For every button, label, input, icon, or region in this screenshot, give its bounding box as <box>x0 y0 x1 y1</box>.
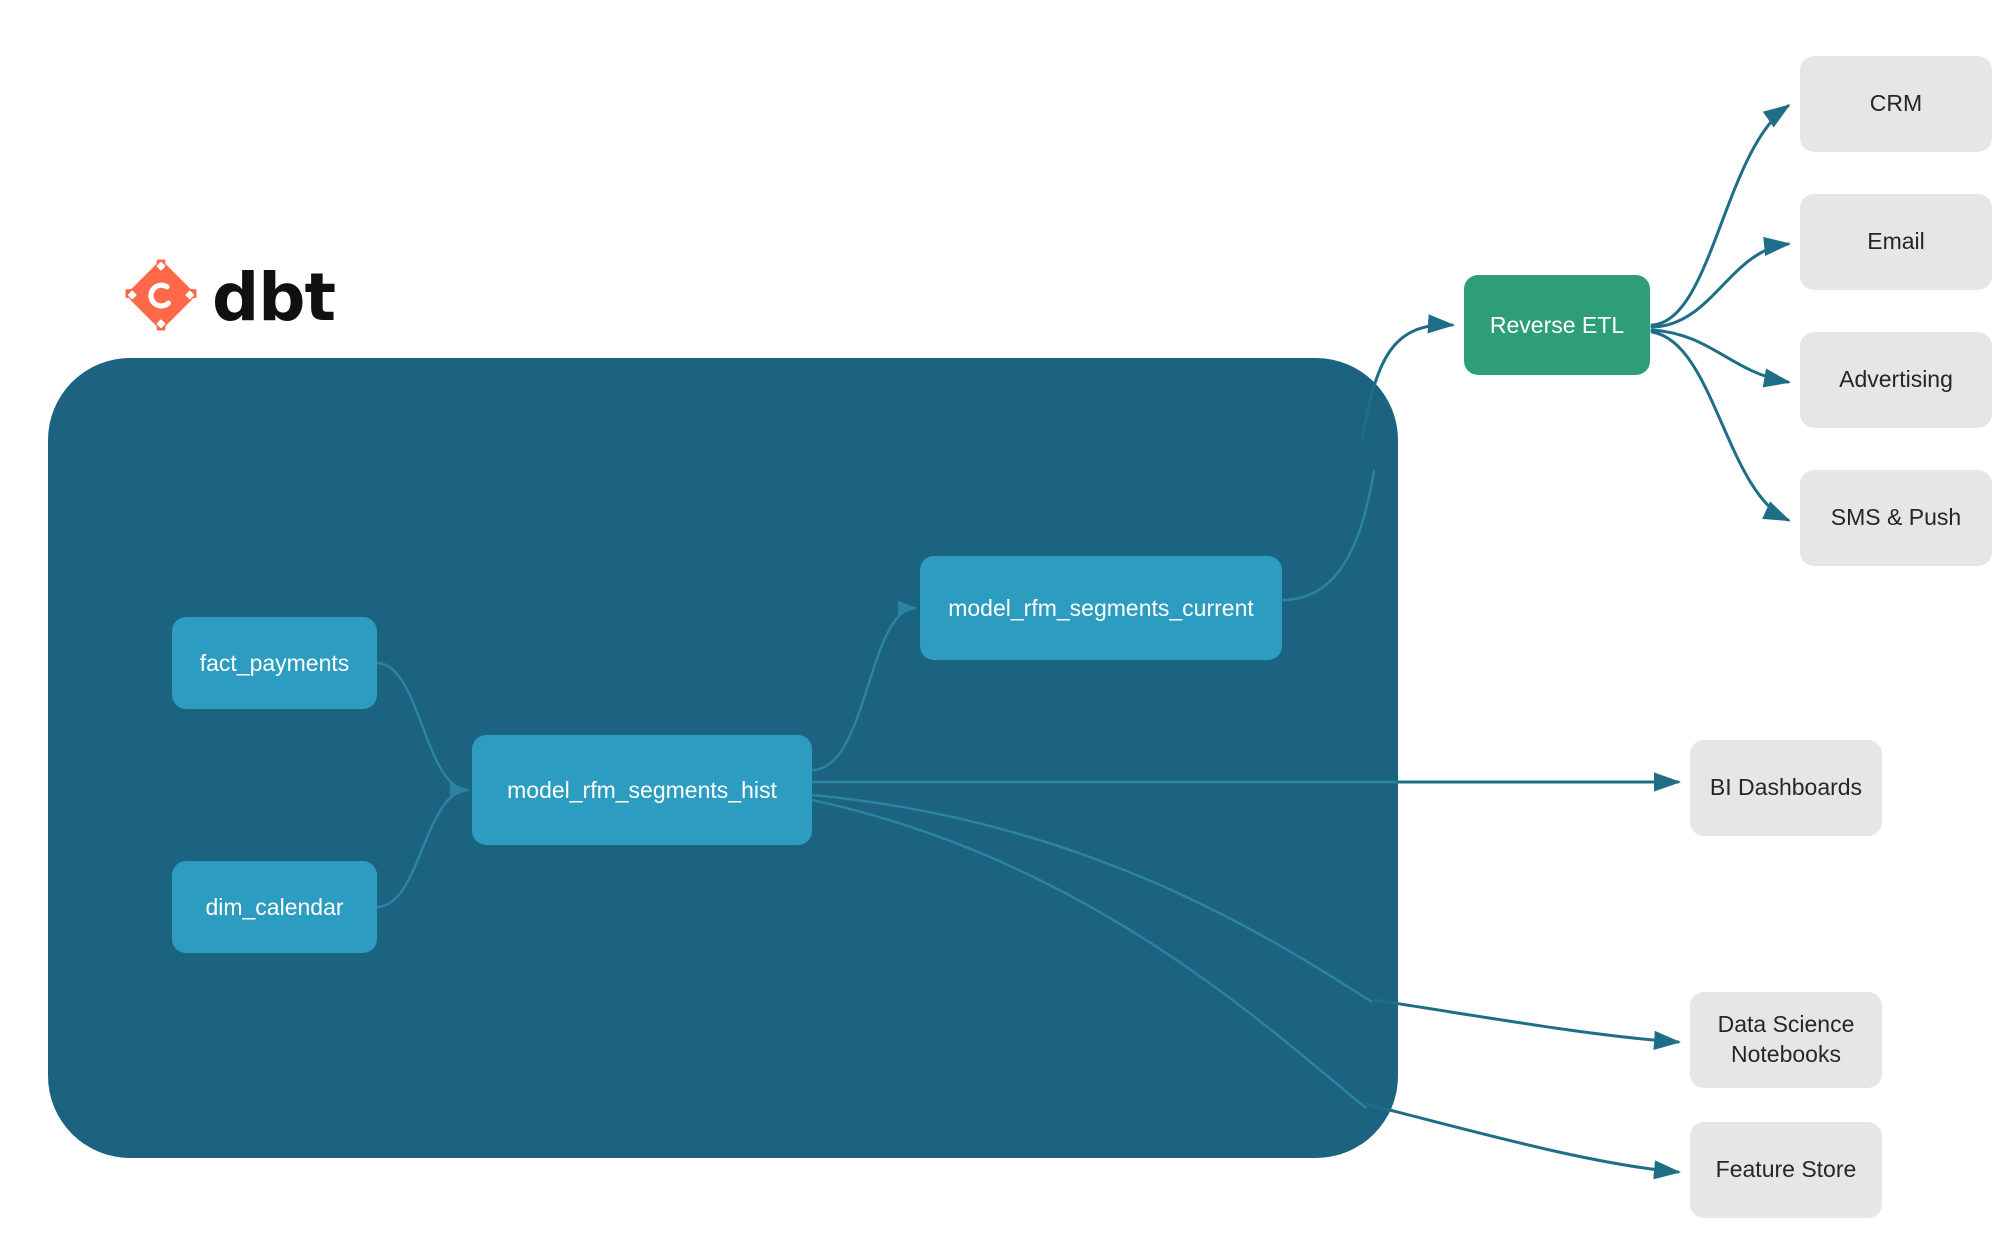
model-node-dim-calendar[interactable]: dim_calendar <box>172 861 377 953</box>
model-node-label: model_rfm_segments_hist <box>507 776 777 803</box>
destination-node-crm[interactable]: CRM <box>1800 56 1992 152</box>
destination-node-bi-dashboards[interactable]: BI Dashboards <box>1690 740 1882 836</box>
destination-label: Feature Store <box>1715 1156 1857 1183</box>
destination-node-advertising[interactable]: Advertising <box>1800 332 1992 428</box>
reverse-etl-label: Reverse ETL <box>1489 311 1625 338</box>
destination-node-data-science-notebooks[interactable]: Data Science Notebooks <box>1690 992 1882 1088</box>
model-node-label: fact_payments <box>199 649 350 676</box>
dbt-brand: dbt <box>124 258 336 337</box>
model-node-rfm-segments-current[interactable]: model_rfm_segments_current <box>920 556 1282 660</box>
destination-label: Email <box>1867 228 1925 255</box>
destination-node-email[interactable]: Email <box>1800 194 1992 290</box>
destination-label: BI Dashboards <box>1709 774 1863 801</box>
reverse-etl-node[interactable]: Reverse ETL <box>1464 275 1650 375</box>
model-node-label: model_rfm_segments_current <box>948 594 1254 621</box>
dbt-wordmark: dbt <box>212 258 336 336</box>
dbt-x-logo-icon <box>124 258 198 337</box>
destination-node-sms-push[interactable]: SMS & Push <box>1800 470 1992 566</box>
model-node-label: dim_calendar <box>205 893 344 920</box>
destination-label: Data Science Notebooks <box>1717 1011 1855 1067</box>
model-node-rfm-segments-hist[interactable]: model_rfm_segments_hist <box>472 735 812 845</box>
destination-label: CRM <box>1869 90 1923 117</box>
destination-label: SMS & Push <box>1830 504 1962 531</box>
model-node-fact-payments[interactable]: fact_payments <box>172 617 377 709</box>
destination-label: Advertising <box>1839 366 1953 393</box>
destination-node-feature-store[interactable]: Feature Store <box>1690 1122 1882 1218</box>
